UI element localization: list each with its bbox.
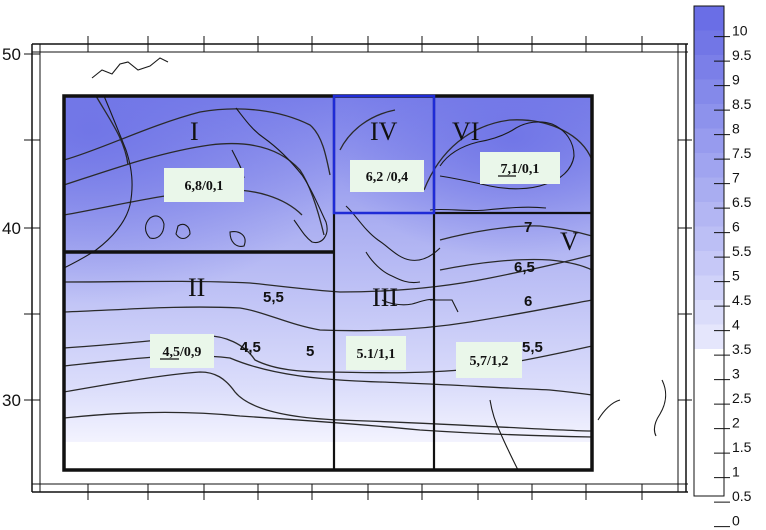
legend-swatch [694, 79, 724, 104]
legend-level-label: 4 [732, 317, 740, 333]
value-box-vi [480, 152, 560, 184]
lat-label-40: 40 [2, 219, 21, 238]
legend-level-label: 1.5 [732, 439, 752, 455]
contour-label: 5,5 [263, 289, 284, 306]
zone-label-v: V [560, 227, 579, 256]
legend-level-label: 8 [732, 121, 740, 137]
zone-value-boxes: 6,8/0,1 4,5/0,9 5.1/1,1 6,2 /0,4 5,7/1,2… [150, 152, 560, 378]
map-frame: 50 40 30 [2, 36, 692, 500]
contour-labels: 5,5 4,5 5 7 6,5 6 5,5 [240, 219, 543, 360]
legend-swatch [694, 128, 724, 153]
legend-swatch [694, 471, 724, 496]
legend-level-label: 7.5 [732, 145, 752, 161]
legend-swatch [694, 177, 724, 202]
legend-level-label: 0.5 [732, 488, 752, 504]
legend-level-label: 6 [732, 219, 740, 235]
contour-label: 6,5 [514, 259, 535, 276]
legend-level-label: 10 [732, 23, 748, 39]
value-text-iv: 6,2 /0,4 [366, 170, 408, 185]
legend-swatch [694, 251, 724, 276]
legend-level-label: 6.5 [732, 194, 752, 210]
value-box-ii [150, 334, 214, 368]
legend-level-label: 1 [732, 464, 740, 480]
color-legend: 10 9.5 9 8.5 8 7.5 7 6.5 6 5.5 5 4.5 4 3.5 3 2.5 2 1.5 1 0.… [693, 5, 752, 529]
legend-swatch [694, 398, 724, 423]
legend-swatch [694, 324, 724, 349]
legend-swatch [694, 349, 724, 374]
zone-label-vi: VI [452, 117, 479, 146]
value-text-i: 6,8/0,1 [185, 179, 224, 194]
zone-iv-box [332, 94, 436, 215]
legend-swatch [694, 373, 724, 398]
legend-level-label: 3.5 [732, 341, 752, 357]
legend-level-label: 5.5 [732, 243, 752, 259]
legend-swatch [694, 6, 724, 31]
legend-level-label: 9 [732, 72, 740, 88]
zone-boxes [62, 94, 594, 472]
zone-label-iii: III [372, 283, 398, 312]
legend-level-label: 8.5 [732, 96, 752, 112]
legend-swatch [694, 202, 724, 227]
legend-level-label: 3 [732, 366, 740, 382]
legend-swatch [694, 226, 724, 251]
legend-level-label: 2.5 [732, 390, 752, 406]
zone-label-ii: II [188, 273, 205, 302]
legend-swatch [694, 55, 724, 80]
contour-label: 7 [524, 219, 532, 236]
contour-label: 5 [306, 343, 314, 360]
legend-swatch [694, 447, 724, 472]
contour-label: 4,5 [240, 339, 261, 356]
value-box-iii [346, 336, 406, 370]
zone-label-i: I [190, 117, 199, 146]
outer-zone-box [62, 94, 594, 472]
value-text-vi: 7,1/0,1 [501, 162, 540, 177]
contour-label: 5,5 [522, 339, 543, 356]
lat-label-50: 50 [2, 45, 21, 64]
value-text-v: 5,7/1,2 [470, 354, 509, 369]
legend-level-label: 2 [732, 415, 740, 431]
value-text-ii: 4,5/0,9 [163, 345, 202, 360]
legend-swatch [694, 275, 724, 300]
value-box-v [456, 342, 522, 378]
value-box-i [164, 168, 244, 202]
coastlines [63, 57, 667, 471]
legend-level-label: 4.5 [732, 292, 752, 308]
value-text-iii: 5.1/1,1 [357, 347, 396, 362]
legend-swatch [694, 30, 724, 55]
legend-level-label: 7 [732, 170, 740, 186]
legend-level-label: 0 [732, 513, 740, 529]
contour-label: 6 [524, 293, 532, 310]
legend-swatch [694, 104, 724, 129]
zone-labels: I II III IV V VI [188, 117, 579, 312]
zone-label-iv: IV [370, 117, 398, 146]
legend-frame [693, 5, 725, 497]
legend-level-label: 5 [732, 268, 740, 284]
legend-swatch [694, 153, 724, 178]
legend-swatch [694, 300, 724, 325]
legend-swatch [694, 422, 724, 447]
legend-level-label: 9.5 [732, 47, 752, 63]
value-box-iv [350, 160, 424, 192]
lat-label-30: 30 [2, 391, 21, 410]
